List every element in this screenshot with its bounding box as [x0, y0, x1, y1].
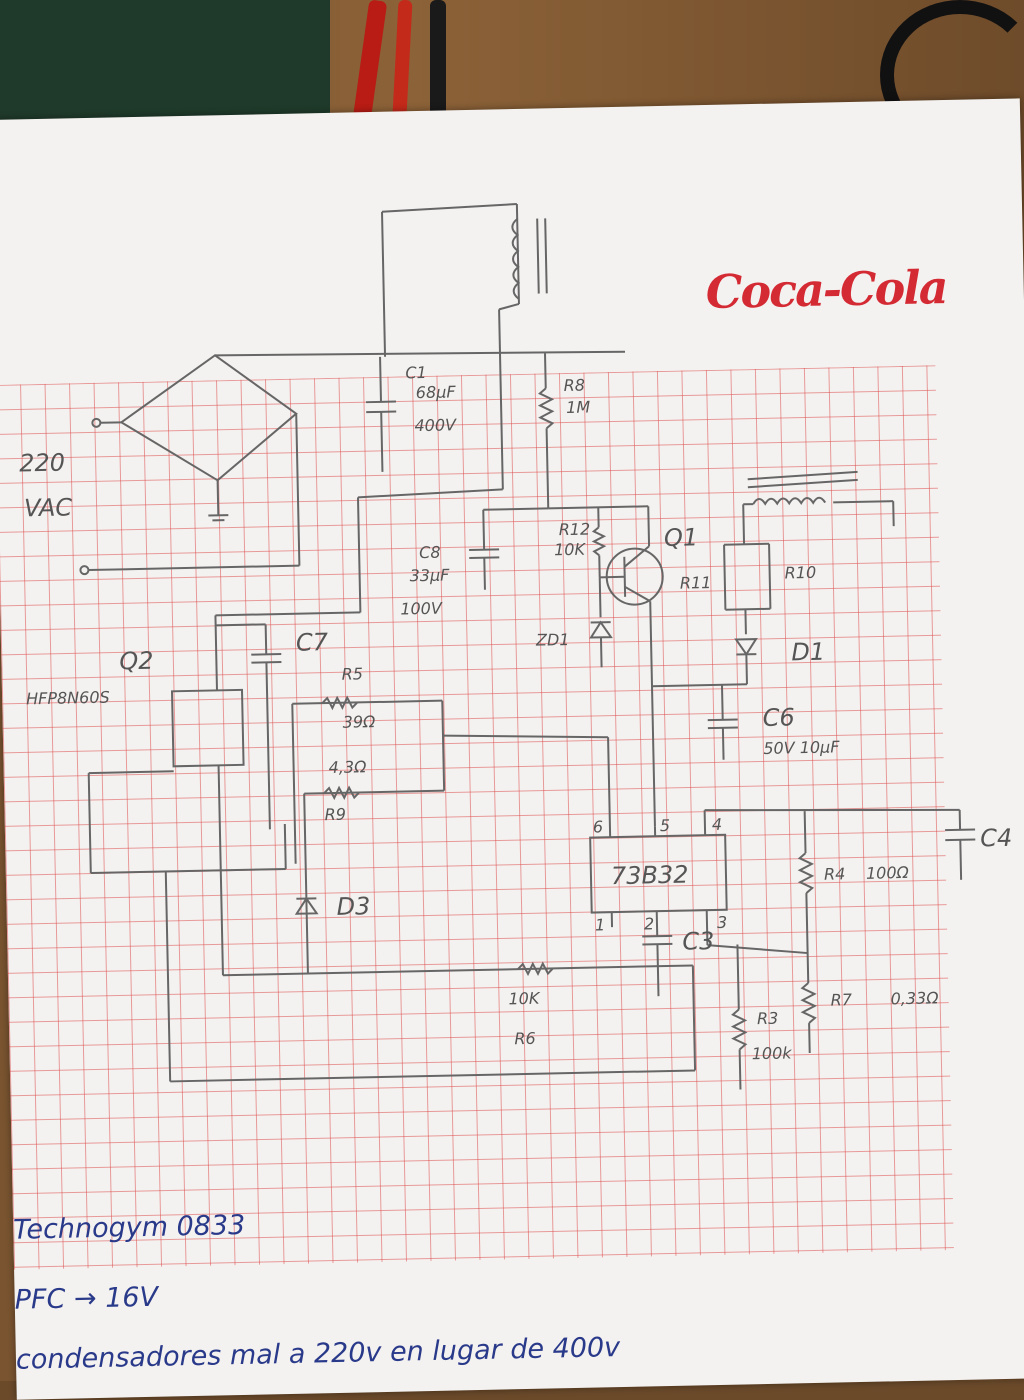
- input-unit: VAC: [24, 493, 73, 522]
- circuit-schematic: [0, 98, 1024, 1399]
- graph-paper-sheet: Coca-Cola: [0, 98, 1024, 1399]
- r7-value: 0,33Ω: [890, 988, 938, 1008]
- c1-name: C1: [405, 363, 427, 382]
- r12-name: R12: [559, 520, 591, 540]
- c8-value: 33μF: [409, 565, 449, 585]
- r7-name: R7: [830, 990, 852, 1009]
- resistor-r4: [800, 853, 813, 893]
- c6-name: C6: [762, 703, 795, 732]
- r3-value: 100k: [752, 1043, 792, 1063]
- q1-name: Q1: [664, 523, 699, 552]
- r6-name: R6: [514, 1029, 536, 1048]
- resistor-r12: [594, 527, 605, 555]
- c6-value: 50V 10μF: [763, 737, 840, 758]
- ac-terminal-bottom: [80, 566, 88, 574]
- r9-name: R9: [324, 805, 346, 824]
- q2-part: HFP8N60S: [26, 688, 110, 709]
- r8-name: R8: [563, 376, 585, 395]
- c7-name: C7: [296, 628, 329, 657]
- r10-name: R10: [784, 563, 816, 583]
- bridge-rectifier: [120, 354, 298, 483]
- note-line-1: Technogym 0833: [13, 1210, 246, 1246]
- r5-value: 39Ω: [342, 712, 375, 732]
- r8-value: 1M: [566, 397, 590, 416]
- c8-rating: 100V: [400, 599, 442, 619]
- ic-pin-5: 5: [660, 816, 671, 835]
- r9-value: 4,3Ω: [328, 757, 366, 777]
- c1-rating: 400V: [414, 415, 456, 435]
- r4-name: R4: [824, 864, 846, 883]
- resistor-r8: [540, 388, 553, 428]
- r11-name: R11: [680, 573, 712, 593]
- c8-name: C8: [419, 543, 441, 562]
- transformer-secondary: [753, 498, 825, 505]
- resistor-r7: [802, 983, 815, 1023]
- ic-name: 73B32: [611, 861, 689, 891]
- r4-value: 100Ω: [866, 863, 909, 883]
- c1-value: 68μF: [416, 382, 456, 402]
- r3-name: R3: [757, 1009, 779, 1028]
- r5-name: R5: [341, 664, 363, 683]
- zener-zd1: [591, 622, 611, 637]
- input-voltage: 220: [19, 449, 65, 478]
- ic-pin-4: 4: [712, 815, 723, 834]
- d1-name: D1: [791, 638, 825, 667]
- r12-value: 10K: [554, 540, 585, 560]
- ic-pin-3: 3: [717, 913, 728, 932]
- d3-name: D3: [336, 892, 370, 921]
- mosfet-q2: [172, 690, 244, 766]
- q2-name: Q2: [119, 647, 154, 676]
- note-line-2: PFC → 16V: [14, 1282, 158, 1316]
- resistor-r3: [733, 1009, 746, 1049]
- ic-pin-6: 6: [593, 817, 604, 836]
- c3-name: C3: [682, 927, 715, 956]
- c4-name: C4: [980, 824, 1013, 853]
- ic-pin-2: 2: [644, 914, 655, 933]
- zd1-name: ZD1: [536, 630, 570, 650]
- r6-value: 10K: [508, 989, 539, 1009]
- diode-d1: [736, 639, 756, 654]
- ac-terminal-top: [92, 419, 100, 427]
- ic-pin-1: 1: [595, 915, 606, 934]
